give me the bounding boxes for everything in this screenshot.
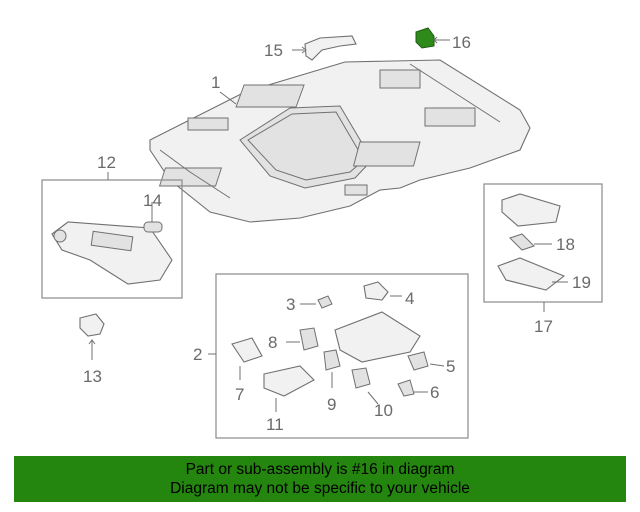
- callout-7: 7: [235, 385, 244, 404]
- callout-12: 12: [97, 153, 116, 172]
- console-group: [208, 273, 469, 439]
- lamp-group: [483, 183, 603, 312]
- callout-17: 17: [534, 317, 553, 336]
- headliner-part: [149, 59, 531, 223]
- callout-3: 3: [286, 295, 295, 314]
- visor-clip-part: [79, 313, 105, 360]
- highlighted-part-16: [415, 27, 450, 49]
- banner-line-1: Part or sub-assembly is #16 in diagram: [185, 461, 455, 478]
- callout-8: 8: [268, 333, 277, 352]
- callout-9: 9: [327, 395, 336, 414]
- callout-5: 5: [446, 357, 455, 376]
- callout-6: 6: [430, 383, 439, 402]
- callout-1: 1: [211, 73, 220, 92]
- grab-handle-part: [292, 35, 357, 61]
- callout-13: 13: [83, 367, 102, 386]
- callout-10: 10: [374, 401, 393, 420]
- callout-19: 19: [572, 273, 591, 292]
- callout-4: 4: [405, 289, 414, 308]
- callout-2: 2: [193, 345, 202, 364]
- callout-15: 15: [264, 41, 283, 60]
- sun-visor-group: [41, 172, 183, 299]
- banner-line-2: Diagram may not be specific to your vehi…: [170, 480, 470, 497]
- callout-11: 11: [266, 415, 284, 434]
- callout-18: 18: [556, 235, 575, 254]
- parts-diagram: 1 15 16 12 14 13 2 3 4 8 5 6 7 9 10 11 1…: [41, 27, 603, 439]
- info-banner: Part or sub-assembly is #16 in diagram D…: [14, 456, 626, 502]
- callout-16: 16: [452, 33, 471, 52]
- callout-14: 14: [143, 191, 162, 210]
